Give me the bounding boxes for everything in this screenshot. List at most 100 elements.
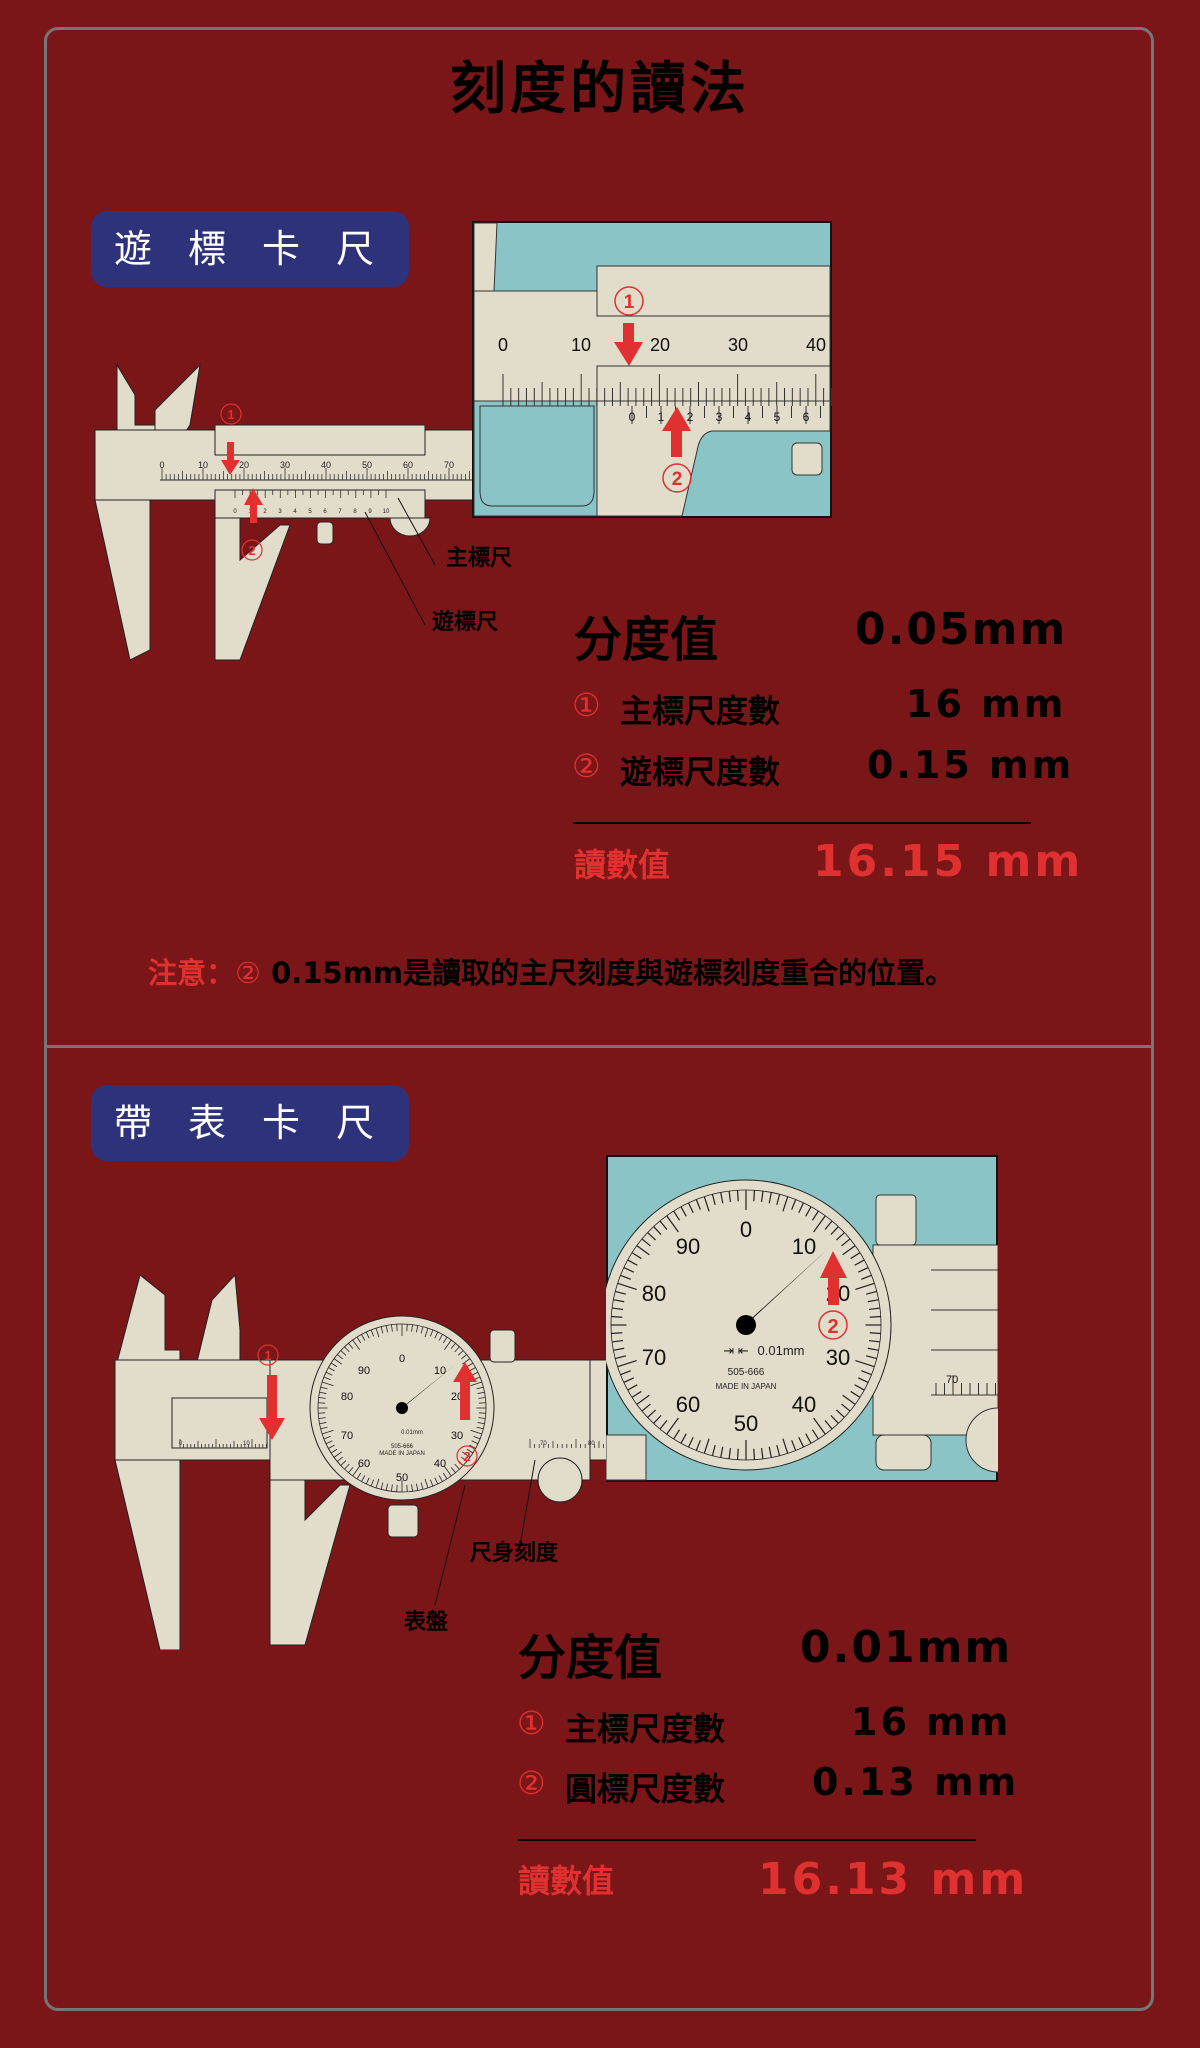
svg-text:50: 50 <box>734 1411 758 1436</box>
svg-text:MADE IN JAPAN: MADE IN JAPAN <box>716 1382 777 1391</box>
svg-text:6: 6 <box>323 509 327 515</box>
sum-rule <box>573 822 1031 824</box>
svg-text:70: 70 <box>444 460 454 470</box>
svg-text:80: 80 <box>588 1441 595 1447</box>
marker-two: ② <box>517 1764 546 1802</box>
svg-text:2: 2 <box>687 410 694 424</box>
resolution-label: 分度值 <box>518 1630 663 1686</box>
resolution-value: 0.01mm <box>800 1622 1013 1673</box>
svg-text:0.01mm: 0.01mm <box>401 1430 423 1436</box>
note-prefix: 注意： <box>148 956 236 990</box>
svg-text:40: 40 <box>792 1392 816 1417</box>
dial-zoom-inset: 70 0 10 20 30 40 50 60 70 80 90 ⇥ ⇤ 0.01… <box>606 1155 998 1482</box>
marker-one: ① <box>572 686 601 724</box>
svg-text:20: 20 <box>239 460 249 470</box>
resolution-value: 0.05mm <box>855 604 1068 655</box>
svg-text:70: 70 <box>642 1345 666 1370</box>
main-scale-reading-label: 主標尺度數 <box>620 692 781 730</box>
svg-text:505-666: 505-666 <box>391 1444 414 1450</box>
marker-two: ② <box>572 747 601 785</box>
reading-value: 16.13 mm <box>758 1854 1029 1905</box>
svg-text:70: 70 <box>946 1374 958 1386</box>
dial-face-callout: 表盤 <box>404 1610 449 1635</box>
svg-text:4: 4 <box>745 410 752 424</box>
reading-label: 讀數值 <box>518 1862 615 1900</box>
svg-text:10: 10 <box>434 1365 446 1377</box>
svg-text:0: 0 <box>498 335 508 355</box>
svg-text:6: 6 <box>803 410 810 424</box>
svg-text:4: 4 <box>293 509 297 515</box>
svg-text:1: 1 <box>658 410 665 424</box>
dial-scale-reading-label: 圓標尺度數 <box>565 1770 726 1808</box>
svg-text:0: 0 <box>179 1441 183 1447</box>
svg-text:50: 50 <box>396 1472 408 1484</box>
svg-text:20: 20 <box>650 335 670 355</box>
main-scale-reading-value: 16 mm <box>906 682 1067 726</box>
svg-text:90: 90 <box>358 1365 370 1377</box>
svg-text:1: 1 <box>227 407 234 422</box>
svg-text:1: 1 <box>624 292 635 313</box>
svg-text:30: 30 <box>280 460 290 470</box>
vernier-note: 注意：② 0.15mm是讀取的主尺刻度與遊標刻度重合的位置。 <box>148 950 954 992</box>
vernier-scale-reading-label: 遊標尺度數 <box>620 753 781 791</box>
svg-text:0: 0 <box>399 1353 405 1365</box>
dial-scale-reading-value: 0.13 mm <box>812 1760 1020 1804</box>
svg-text:5: 5 <box>774 410 781 424</box>
svg-text:0: 0 <box>740 1217 752 1242</box>
marker-one: ① <box>517 1704 546 1742</box>
svg-text:70: 70 <box>341 1430 353 1442</box>
svg-text:0: 0 <box>629 410 636 424</box>
section-divider <box>44 1045 1154 1048</box>
dial-caliper-heading: 帶 表 卡 尺 <box>91 1085 409 1161</box>
svg-text:40: 40 <box>321 460 331 470</box>
beam-scale-callout: 尺身刻度 <box>470 1541 559 1566</box>
reading-value: 16.15 mm <box>813 836 1084 887</box>
outer-frame <box>44 27 1154 2011</box>
vernier-caliper-heading: 遊 標 卡 尺 <box>91 211 409 287</box>
svg-text:3: 3 <box>278 509 282 515</box>
vernier-zoom-inset: 0 10 20 30 40 0 1 2 3 4 5 6 1 2 <box>472 221 832 518</box>
svg-text:30: 30 <box>826 1345 850 1370</box>
svg-text:10: 10 <box>243 1441 250 1447</box>
resolution-label: 分度值 <box>574 612 719 668</box>
svg-text:2: 2 <box>827 1316 838 1338</box>
note-marker: ② <box>235 956 262 990</box>
svg-text:10: 10 <box>383 509 390 515</box>
svg-text:3: 3 <box>716 410 723 424</box>
svg-text:60: 60 <box>676 1392 700 1417</box>
svg-text:⇥ ⇤: ⇥ ⇤ <box>723 1343 749 1358</box>
note-text: 0.15mm是讀取的主尺刻度與遊標刻度重合的位置。 <box>261 956 955 990</box>
vernier-scale-reading-value: 0.15 mm <box>867 743 1075 787</box>
vernier-scale-callout: 遊標尺 <box>432 610 499 635</box>
svg-text:9: 9 <box>368 509 372 515</box>
svg-text:7: 7 <box>338 509 342 515</box>
main-scale-reading-value: 16 mm <box>851 1700 1012 1744</box>
svg-text:30: 30 <box>451 1430 463 1442</box>
svg-text:0: 0 <box>233 509 237 515</box>
svg-text:10: 10 <box>792 1234 816 1259</box>
svg-text:8: 8 <box>353 509 357 515</box>
main-scale-reading-label: 主標尺度數 <box>565 1710 726 1748</box>
svg-text:0: 0 <box>159 460 164 470</box>
vernier-caliper-illustration: 0 10 20 30 40 50 60 70 012 345 678 910 1… <box>94 363 486 661</box>
svg-text:80: 80 <box>642 1281 666 1306</box>
svg-text:5: 5 <box>308 509 312 515</box>
svg-text:90: 90 <box>676 1234 700 1259</box>
svg-text:10: 10 <box>571 335 591 355</box>
svg-text:30: 30 <box>728 335 748 355</box>
sum-rule <box>518 1839 976 1841</box>
svg-text:40: 40 <box>806 335 826 355</box>
svg-text:0.01mm: 0.01mm <box>758 1343 805 1358</box>
svg-text:505-666: 505-666 <box>728 1367 765 1378</box>
svg-text:2: 2 <box>263 509 267 515</box>
main-scale-callout: 主標尺 <box>446 546 513 571</box>
svg-text:2: 2 <box>463 1449 470 1464</box>
svg-text:1: 1 <box>264 1348 271 1363</box>
svg-text:70: 70 <box>540 1441 547 1447</box>
svg-text:10: 10 <box>198 460 208 470</box>
page-title: 刻度的讀法 <box>450 57 750 122</box>
svg-text:2: 2 <box>248 543 255 558</box>
svg-text:80: 80 <box>341 1391 353 1403</box>
svg-text:40: 40 <box>434 1458 446 1470</box>
svg-text:2: 2 <box>672 469 683 490</box>
